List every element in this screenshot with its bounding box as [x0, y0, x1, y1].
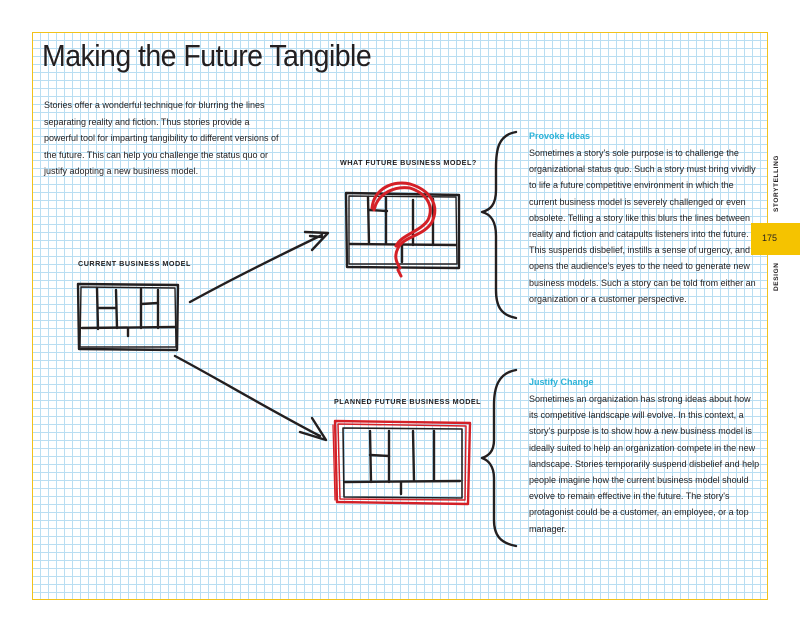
planned-future-canvas-sketch	[343, 428, 462, 498]
brace-provoke-ideas	[482, 132, 516, 318]
arrow-to-planned-future	[175, 356, 326, 440]
current-canvas-sketch	[78, 284, 178, 350]
arrow-to-what-future	[190, 232, 328, 302]
what-future-canvas-sketch	[346, 193, 459, 268]
brace-justify-change	[482, 370, 516, 546]
